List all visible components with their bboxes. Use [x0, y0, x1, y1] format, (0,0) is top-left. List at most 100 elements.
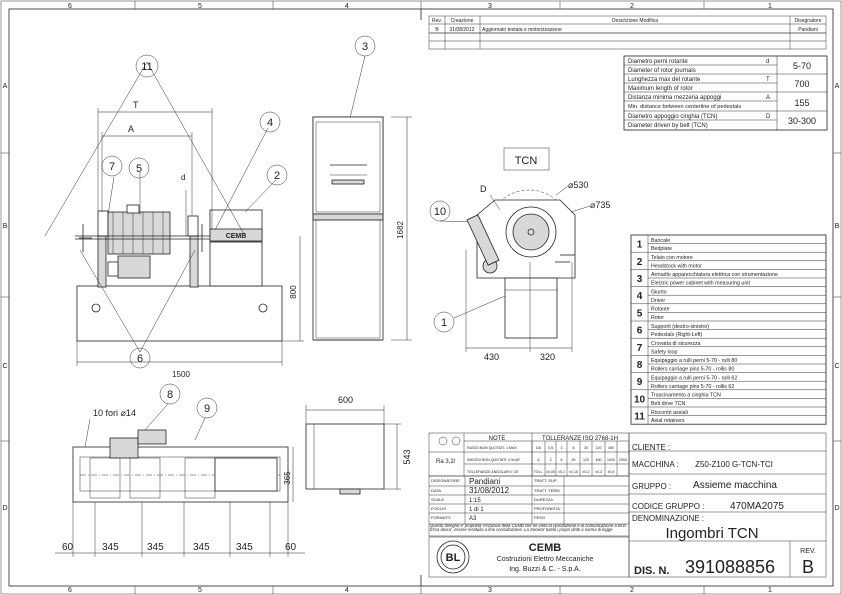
revision-table: Rev. Creazione Descrizione Modifica Dise… [428, 15, 827, 50]
rev-header: Creazione [451, 18, 474, 24]
part-desc-en: Safety loop [651, 349, 678, 355]
balloon-2: 2 [274, 170, 280, 182]
param-en: Diameter of rotor journals [628, 68, 696, 74]
plan-dim: 60 [285, 542, 297, 553]
balloon-8: 8 [167, 389, 173, 401]
group-code-label: CODICE GRUPPO : [632, 502, 704, 511]
cabinet-top-view: 600 543 [305, 395, 412, 495]
param-it: Diametro appoggio cinghia (TCN) [628, 114, 717, 120]
row-label-right: B [835, 223, 840, 230]
col-label-bottom: 4 [345, 587, 349, 594]
roughness: Ra 3,2/ [436, 459, 456, 465]
client-label: CLIENTE : [632, 443, 670, 452]
param-symbol: T [766, 77, 770, 83]
tb-format: A3 [469, 516, 477, 522]
part-number: 2 [637, 257, 643, 268]
denomination-label: DENOMINAZIONE : [632, 514, 704, 523]
col-label-bottom: 2 [630, 587, 634, 594]
company-sub1: Costruzioni Elettro Meccaniche [497, 556, 594, 563]
rev-cell: Aggiornato testata e motorizzazione [482, 27, 562, 33]
part-desc-en: Bedplate [651, 246, 672, 252]
title-block-right: CLIENTE : MACCHINA : Z50-Z100 G-TCN-TCI … [628, 432, 827, 578]
rev-cell: B [435, 27, 439, 33]
param-en: Min. distance between centerline of pede… [628, 104, 741, 110]
part-desc-en: Belt drive TCN [651, 401, 686, 407]
param-symbol: D [766, 114, 771, 120]
dim-d-label: d [181, 173, 185, 182]
part-desc-en: Driver [651, 298, 665, 304]
rev-cell: 31/08/2012 [449, 27, 474, 33]
part-desc-it: Trascinamento a cinghia TCN [651, 393, 721, 399]
param-en: Maximum length of rotor [628, 86, 693, 92]
part-desc-it: Rotante [651, 307, 670, 313]
tol-cell: ±0,15 [569, 470, 578, 474]
group-label: GRUPPO : [632, 482, 671, 491]
tb-treatment: TRATT. SUP. [534, 478, 557, 483]
col-label-top: 6 [68, 3, 72, 10]
tb-treatment: TRATT. TERM. [534, 488, 561, 493]
balloon-group: 11 7 5 4 3 2 6 10 1 8 9 [101, 35, 455, 419]
rev-header: Descrizione Modifica [612, 18, 658, 24]
tol-cell: TOLL. [534, 470, 544, 474]
balloon-7: 7 [109, 161, 115, 173]
tb-date: 31/08/2012 [469, 486, 510, 495]
tol-cell: 6 [561, 458, 563, 462]
balloon-10: 10 [434, 206, 446, 218]
col-label-top: 5 [198, 3, 202, 10]
tb-treatment: PESO [534, 515, 545, 520]
col-label-bottom: 1 [768, 587, 772, 594]
dim-800: 800 [289, 285, 298, 299]
drawing-no-value: 391088856 [685, 557, 775, 577]
revision-label: REV. [800, 548, 816, 555]
row-label-right: A [835, 83, 840, 90]
border-labels: 6 5 4 3 2 1 6 5 4 3 2 1 A B C D A B C D [2, 3, 839, 594]
part-number: 8 [637, 360, 643, 371]
part-desc-it: Supporti (destro-sinistro) [651, 324, 709, 330]
row-label-right: D [834, 505, 839, 512]
tb-label: SCALE [431, 497, 444, 502]
col-label-top: 4 [345, 3, 349, 10]
tol-cell: 120 [583, 458, 589, 462]
col-label-bottom: 6 [68, 587, 72, 594]
tol-note: NOTE [489, 436, 506, 442]
param-value: 5-70 [793, 61, 811, 71]
part-desc-en: Electric power cabinet with measuring un… [651, 281, 750, 287]
tol-cell: ±0,1 [558, 470, 565, 474]
balloon-9: 9 [204, 403, 210, 415]
balloon-4: 4 [267, 117, 273, 129]
tolerance-block: NOTE TOLLERANZE ISO 2768-1H RAGGI NON QU… [428, 432, 630, 477]
plan-view: 10 fori ⌀14 365 60 345 345 345 345 60 [55, 408, 305, 557]
tb-label: FOGLIO [431, 506, 446, 511]
tol-cell: 3 [561, 446, 563, 450]
dim-1500: 1500 [172, 370, 190, 379]
part-number: 4 [637, 291, 643, 302]
part-desc-it: Bancale [651, 238, 670, 244]
part-desc-en: Axial retainers [651, 418, 685, 424]
headstock-logo-text: CEMB [226, 233, 247, 240]
part-desc-en: Rotor [651, 315, 664, 321]
dim-543: 543 [402, 449, 412, 464]
denomination-value: Ingombri TCN [665, 525, 758, 542]
tol-row: SMUSSI NON QUOTATI: 0,5x45° [467, 458, 521, 462]
company-logo: BL [446, 552, 461, 564]
part-number: 6 [637, 326, 643, 337]
part-desc-it: Giunto [651, 289, 667, 295]
tol-cell: ±0,2 [583, 470, 590, 474]
col-label-top: 2 [630, 3, 634, 10]
tol-cell: 400 [608, 446, 614, 450]
title-block-left: DISEGNATORE DATA SCALE FOGLIO FORMATO TR… [428, 475, 630, 537]
tol-cell: ±0,05 [546, 470, 555, 474]
col-label-top: 3 [488, 3, 492, 10]
plan-dim: 345 [102, 542, 119, 553]
tol-row: RAGGI NON QUOTATI: 1 MAX [467, 446, 517, 450]
balloon-1: 1 [441, 317, 447, 329]
rev-cell: Pandiani [798, 27, 817, 33]
front-view: CEMB T A d 800 1500 [44, 61, 304, 379]
company-name: CEMB [529, 542, 561, 554]
part-desc-it: Telaio con motore [651, 255, 693, 261]
tol-cell: 120 [596, 446, 602, 450]
param-it: Diametro perni rotante [628, 59, 688, 65]
